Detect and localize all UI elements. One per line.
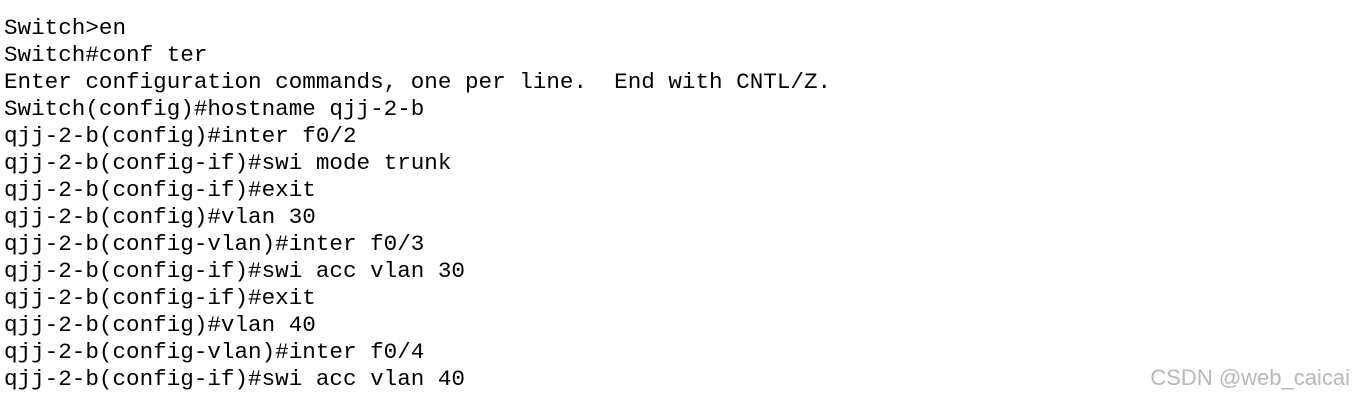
terminal-line: qjj-2-b(config-if)#exit bbox=[4, 285, 316, 311]
terminal-line: Switch>en bbox=[4, 15, 127, 41]
terminal-line: qjj-2-b(config-if)#swi acc vlan 30 bbox=[4, 258, 465, 284]
terminal-lines: Switch>en Switch#conf ter Enter configur… bbox=[4, 15, 831, 393]
terminal-line: qjj-2-b(config)#vlan 30 bbox=[4, 204, 316, 230]
terminal-line: qjj-2-b(config-if)#swi acc vlan 40 bbox=[4, 366, 465, 392]
terminal-line: Switch#conf ter bbox=[4, 42, 208, 68]
terminal-line: qjj-2-b(config)#inter f0/2 bbox=[4, 123, 357, 149]
terminal-line: qjj-2-b(config-if)#exit bbox=[4, 177, 316, 203]
watermark: CSDN @web_caicai bbox=[1150, 365, 1350, 390]
terminal-line: qjj-2-b(config-if)#swi mode trunk bbox=[4, 150, 452, 176]
terminal-line: Enter configuration commands, one per li… bbox=[4, 69, 832, 95]
terminal-line: qjj-2-b(config)#vlan 40 bbox=[4, 312, 316, 338]
terminal-line: qjj-2-b(config-vlan)#inter f0/4 bbox=[4, 339, 425, 365]
terminal-line: qjj-2-b(config-vlan)#inter f0/3 bbox=[4, 231, 425, 257]
terminal-line: Switch(config)#hostname qjj-2-b bbox=[4, 96, 425, 122]
